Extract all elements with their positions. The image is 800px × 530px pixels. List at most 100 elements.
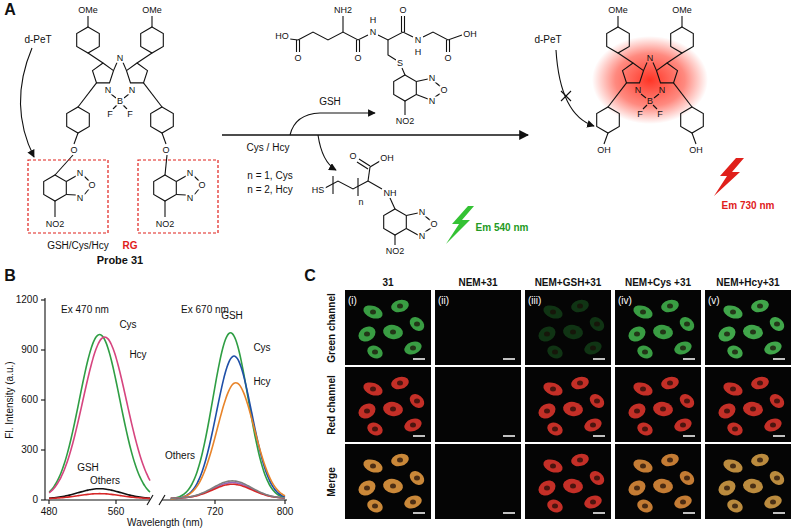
microscopy-cell <box>562 323 584 340</box>
microscopy-cell <box>544 332 550 337</box>
microscopy-cell <box>724 332 730 337</box>
row-header: Red channel <box>327 375 337 434</box>
microscopy-cell <box>632 303 655 321</box>
microscopy-cell <box>632 457 655 475</box>
microscopy-cell <box>716 400 739 421</box>
microscopy-cell <box>364 486 370 491</box>
microscopy-cell <box>345 290 431 365</box>
microscopy-cell <box>684 322 690 327</box>
gsh-adduct-structure <box>402 68 405 75</box>
recognition-group-box <box>138 160 218 233</box>
microscopy-cell <box>634 332 640 337</box>
microscopy-cell <box>390 407 396 412</box>
microscopy-cell <box>356 323 379 344</box>
cys-adduct-structure <box>384 209 407 235</box>
microscopy-cell <box>390 330 396 335</box>
spectrum-curve <box>171 333 285 499</box>
atom-label: OMe <box>141 6 163 15</box>
microscopy-cell <box>762 416 783 433</box>
microscopy-cell <box>382 323 404 340</box>
axis-title: Fl. Intensity (a.u.) <box>5 361 15 438</box>
microscopy-cell <box>635 343 655 361</box>
microscopy-cell <box>570 407 576 412</box>
microscopy-cell <box>390 298 410 314</box>
microscopy-cell <box>413 358 425 360</box>
cys-adduct-structure <box>357 178 358 196</box>
text-label: GSH <box>77 463 99 473</box>
gsh-adduct-structure <box>446 40 447 52</box>
microscopy-cell <box>742 323 764 340</box>
microscopy-cell <box>724 486 730 491</box>
microscopy-cell <box>652 400 674 417</box>
gsh-adduct-structure <box>404 101 405 115</box>
microscopy-cell <box>594 322 600 327</box>
column-header: NEM+Cys +31 <box>625 278 691 288</box>
probe-structure <box>54 201 55 217</box>
atom-label: HS <box>311 186 326 195</box>
spectrum-curve <box>49 489 150 498</box>
microscopy-cell <box>525 367 611 442</box>
microscopy-cell <box>542 380 565 398</box>
emission-bolt <box>714 158 744 196</box>
atom-label: N <box>76 169 85 178</box>
spectrum-curve <box>171 481 285 498</box>
probe-structure <box>165 155 167 175</box>
microscopy-cell <box>345 367 431 442</box>
microscopy-cell <box>683 435 695 437</box>
microscopy-cell <box>364 332 370 337</box>
microscopy-cell <box>634 486 640 491</box>
microscopy-cell <box>767 468 787 487</box>
microscopy-cell <box>757 458 763 463</box>
text-label: Ex 470 nm <box>61 305 109 315</box>
atom-label: OMe <box>77 6 99 15</box>
microscopy-cell <box>570 298 590 314</box>
chart-axes <box>284 500 285 504</box>
microscopy-cell <box>550 310 556 315</box>
atom-label: F <box>657 110 663 119</box>
microscopy-cell <box>705 367 791 442</box>
microscopy-cell <box>345 444 431 519</box>
microscopy-cell <box>705 444 791 519</box>
microscopy-cell <box>544 409 550 414</box>
column-header: NEM+GSH+31 <box>535 278 602 288</box>
microscopy-cell <box>410 346 416 351</box>
spectrum-curve <box>49 335 150 493</box>
microscopy-cell <box>667 381 673 386</box>
microscopy-cell <box>397 304 403 309</box>
microscopy-cell <box>410 500 416 505</box>
microscopy-cell <box>577 458 583 463</box>
column-header: NEM+Hcy+31 <box>716 278 779 288</box>
microscopy-cell <box>705 444 791 519</box>
cys-adduct-structure <box>332 176 333 194</box>
microscopy-cell <box>435 290 521 365</box>
cys-adduct-structure <box>390 198 395 209</box>
gsh-adduct-structure <box>342 16 343 32</box>
atom-label: O <box>443 54 452 63</box>
microscopy-images <box>345 290 791 519</box>
reaction-arrow <box>222 113 528 170</box>
cys-adduct-structure <box>406 229 418 236</box>
panel-letter: B <box>4 268 16 284</box>
atom-label: N <box>635 86 642 95</box>
microscopy-cell <box>407 314 427 333</box>
text-label: GSH <box>319 97 341 107</box>
microscopy-cell <box>615 290 701 365</box>
microscopy-cell <box>773 435 785 437</box>
spectrum-curve <box>49 337 150 493</box>
atom-label: N <box>369 28 378 37</box>
text-label: GSH/Cys/Hcy <box>47 241 109 251</box>
text-label: n = 2, Hcy <box>247 185 292 195</box>
microscopy-cell <box>626 477 649 498</box>
microscopy-cell <box>640 464 646 469</box>
cys-adduct-structure <box>368 181 382 189</box>
microscopy-cell <box>593 512 605 514</box>
microscopy-cell <box>414 322 420 327</box>
microscopy-cell <box>525 290 611 365</box>
column-header: NEM+31 <box>458 278 497 288</box>
microscopy-cell <box>716 477 739 498</box>
atom-label: N <box>414 36 423 45</box>
microscopy-cell <box>705 290 791 365</box>
microscopy-cell <box>407 391 427 410</box>
reaction-arrow <box>290 113 375 135</box>
